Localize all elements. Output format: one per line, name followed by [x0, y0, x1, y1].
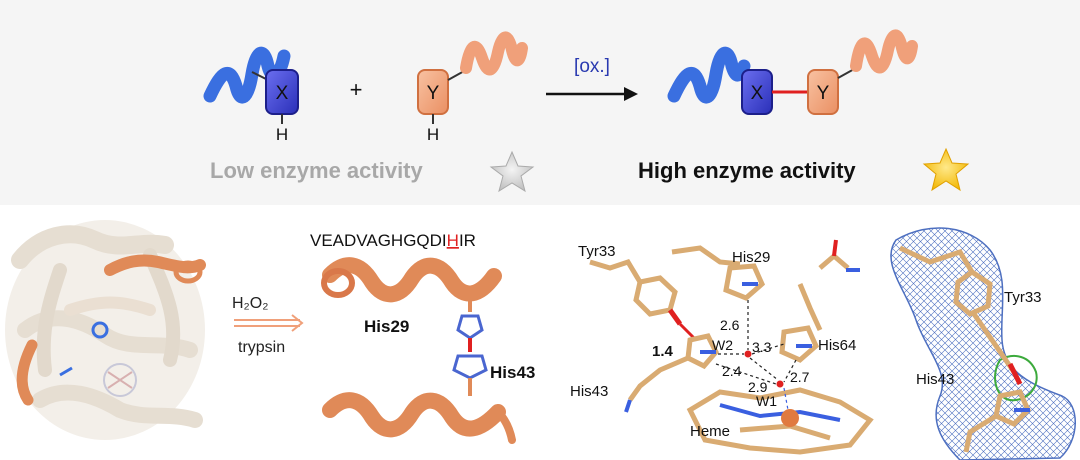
distance-2-7: 2.7: [790, 369, 810, 385]
trypsin-label: trypsin: [238, 339, 285, 356]
active-site-structure: [589, 239, 874, 455]
sequence-crosslink-residue: H: [447, 231, 459, 250]
grey-star-icon: [489, 150, 535, 193]
lower-helix: [322, 392, 516, 444]
y-h-label: H: [427, 125, 439, 144]
heme-label: Heme: [690, 423, 730, 440]
protein-cartoon: [5, 220, 206, 440]
distance-1-4: 1.4: [652, 343, 674, 360]
sequence-prefix: VEADVAGHGQDI: [310, 231, 447, 250]
x-h-label: H: [276, 125, 288, 144]
density-tyr33-label: Tyr33: [1004, 289, 1042, 306]
high-activity-label: High enzyme activity: [638, 158, 856, 183]
low-activity-label: Low enzyme activity: [210, 158, 424, 183]
y-label: Y: [427, 83, 440, 104]
y-label-product: Y: [817, 83, 830, 104]
crosslinked-histidines: [452, 290, 488, 396]
his64-label: His64: [818, 337, 856, 354]
digestion-arrow-head: [291, 314, 304, 332]
x-label: X: [276, 83, 289, 104]
tyr33-label: Tyr33: [578, 243, 616, 260]
his29-site-label: His29: [732, 249, 770, 266]
distance-3-3: 3.3: [752, 339, 772, 355]
gold-star-icon: [922, 147, 970, 192]
w1-label: W1: [756, 393, 777, 409]
oxidant-label: [ox.]: [574, 56, 610, 77]
plus-sign: +: [350, 77, 363, 102]
orange-helix-right: [460, 31, 528, 76]
reaction-arrow-head: [624, 87, 638, 101]
peptide-sequence: VEADVAGHGQDIHIR: [310, 231, 476, 250]
blue-helix-product: [667, 46, 751, 104]
w2-label: W2: [712, 337, 733, 353]
his43-site-label: His43: [570, 383, 608, 400]
density-his43-label: His43: [916, 371, 954, 388]
distance-2-6: 2.6: [720, 317, 740, 333]
h2o2-label: H₂O₂: [232, 295, 268, 312]
his43-label: His43: [490, 363, 535, 382]
electron-density-map: [890, 227, 1076, 460]
distance-2-9: 2.9: [748, 379, 768, 395]
upper-helix: [321, 257, 502, 303]
sequence-suffix: IR: [459, 231, 476, 250]
distance-2-4: 2.4: [722, 363, 742, 379]
y-residue-box-product: [807, 69, 839, 115]
orange-helix-product: [850, 29, 918, 74]
x-label-product: X: [751, 83, 764, 104]
his29-label: His29: [364, 317, 409, 336]
